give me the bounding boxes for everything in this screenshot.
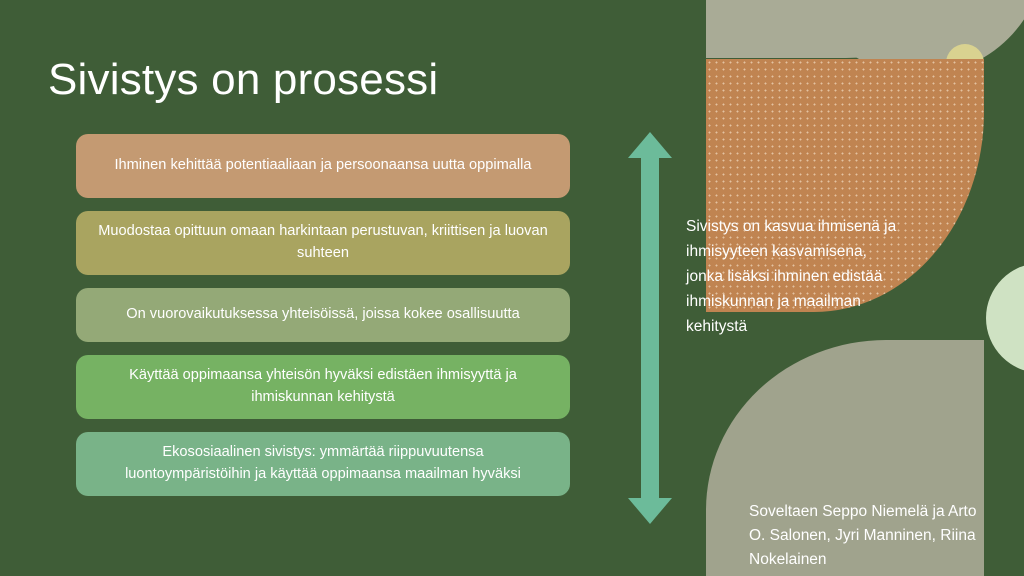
process-step-1: Ihminen kehittää potentiaaliaan ja perso… (76, 134, 570, 198)
double-headed-vertical-arrow-icon (628, 132, 672, 524)
pale-disc-shape (795, 0, 1024, 75)
process-step-2-label: Muodostaa opittuun omaan harkintaan peru… (98, 223, 548, 261)
process-step-2: Muodostaa opittuun omaan harkintaan peru… (76, 211, 570, 275)
credit-text: Soveltaen Seppo Niemelä ja Arto O. Salon… (749, 503, 977, 569)
process-step-4-label: Käyttää oppimaansa yhteisön hyväksi edis… (129, 367, 517, 405)
process-step-5: Ekososiaalinen sivistys: ymmärtää riippu… (76, 432, 570, 496)
process-step-5-label: Ekososiaalinen sivistys: ymmärtää riippu… (125, 444, 521, 482)
process-step-3-label: On vuorovaikutuksessa yhteisöissä, joiss… (126, 306, 520, 323)
right-quote-text: Sivistys on kasvua ihmisenä ja ihmisyyte… (686, 218, 897, 336)
process-step-list: Ihminen kehittää potentiaaliaan ja perso… (76, 134, 570, 509)
process-step-1-label: Ihminen kehittää potentiaaliaan ja perso… (114, 157, 532, 174)
top-sage-slab-shape (706, 0, 996, 58)
mint-circle-shape (986, 263, 1024, 373)
yellow-circle-shape (946, 44, 984, 82)
process-step-3: On vuorovaikutuksessa yhteisöissä, joiss… (76, 288, 570, 342)
process-step-4: Käyttää oppimaansa yhteisön hyväksi edis… (76, 355, 570, 419)
page-title: Sivistys on prosessi (48, 55, 439, 104)
